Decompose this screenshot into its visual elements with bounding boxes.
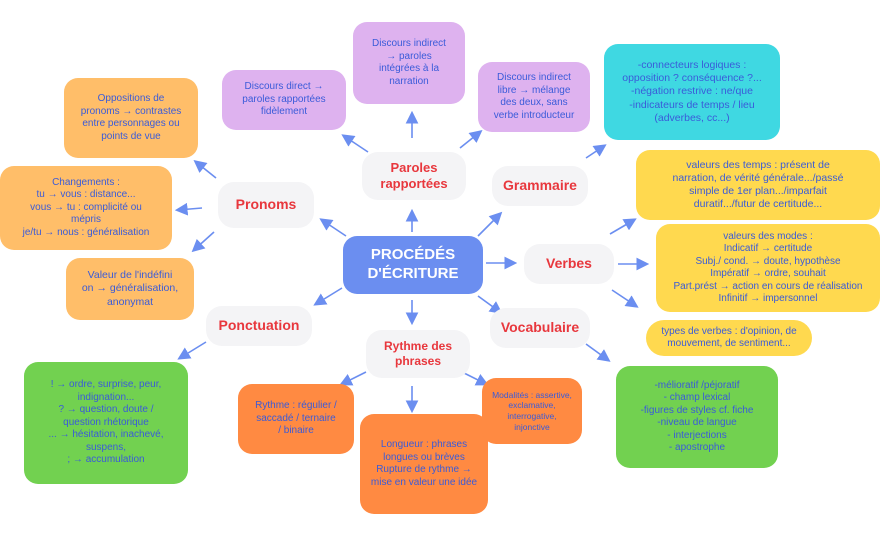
arrow-center-ponctuation (313, 287, 343, 306)
leaf-pronoms-oppositions: Oppositions de pronoms → contrastes entr… (64, 78, 198, 158)
category-ponctuation: Ponctuation (206, 306, 312, 346)
center-node: PROCÉDÉS D'ÉCRITURE (343, 236, 483, 294)
arrow-center-vocabulaire (477, 295, 503, 314)
category-grammaire: Grammaire (492, 166, 588, 206)
leaf-pronoms-changements: Changements : tu → vous : distance... vo… (0, 166, 172, 250)
arrow-paroles-libre (459, 130, 483, 149)
leaf-verbes-temps: valeurs des temps : présent de narration… (636, 150, 880, 220)
leaf-discours-indirect: Discours indirect → paroles intégrées à … (353, 22, 465, 104)
category-pronoms: Pronoms (218, 182, 314, 228)
arrow-rythme-figures (461, 371, 489, 386)
leaf-pronoms-indefini: Valeur de l'indéfini on → généralisation… (66, 258, 194, 320)
arrow-center-grammaire (477, 211, 503, 237)
leaf-grammaire-connecteurs: -connecteurs logiques : opposition ? con… (604, 44, 780, 140)
leaf-rythme-modalites: Modalités : assertive, exclamative, inte… (482, 378, 582, 444)
arrow-pronoms-oppositions (193, 160, 217, 179)
leaf-rythme-longueur: Longueur : phrases longues ou brèves Rup… (360, 414, 488, 514)
arrow-center-pronoms (319, 218, 347, 237)
leaf-vocabulaire-lexique: -mélioratif /péjoratif - champ lexical -… (616, 366, 778, 468)
arrow-pronoms-changements (174, 202, 203, 216)
arrow-pronoms-indefini (191, 231, 215, 253)
leaf-verbes-types: types de verbes : d'opinion, de mouvemen… (646, 320, 812, 356)
leaf-rythme-type: Rythme : régulier / saccadé / ternaire /… (238, 384, 354, 454)
category-verbes: Verbes (524, 244, 614, 284)
arrow-rythme-type (339, 371, 367, 386)
arrow-ponctuation-signes (177, 341, 207, 360)
category-paroles-rapportees: Paroles rapportées (362, 152, 466, 200)
arrow-vocabulaire-lexique (585, 343, 611, 362)
leaf-ponctuation-signes: ! → ordre, surprise, peur, indignation..… (24, 362, 188, 484)
category-rythme-des-phrases: Rythme des phrases (366, 330, 470, 378)
arrow-verbes-types (611, 289, 639, 308)
leaf-discours-indirect-libre: Discours indirect libre → mélange des de… (478, 62, 590, 132)
leaf-discours-direct: Discours direct → paroles rapportées fid… (222, 70, 346, 130)
arrow-grammaire-connecteurs (585, 144, 607, 159)
leaf-verbes-modes: valeurs des modes : Indicatif → certitud… (656, 224, 880, 312)
arrow-paroles-direct (341, 134, 369, 153)
arrow-verbes-temps (609, 218, 637, 235)
category-vocabulaire: Vocabulaire (490, 308, 590, 348)
